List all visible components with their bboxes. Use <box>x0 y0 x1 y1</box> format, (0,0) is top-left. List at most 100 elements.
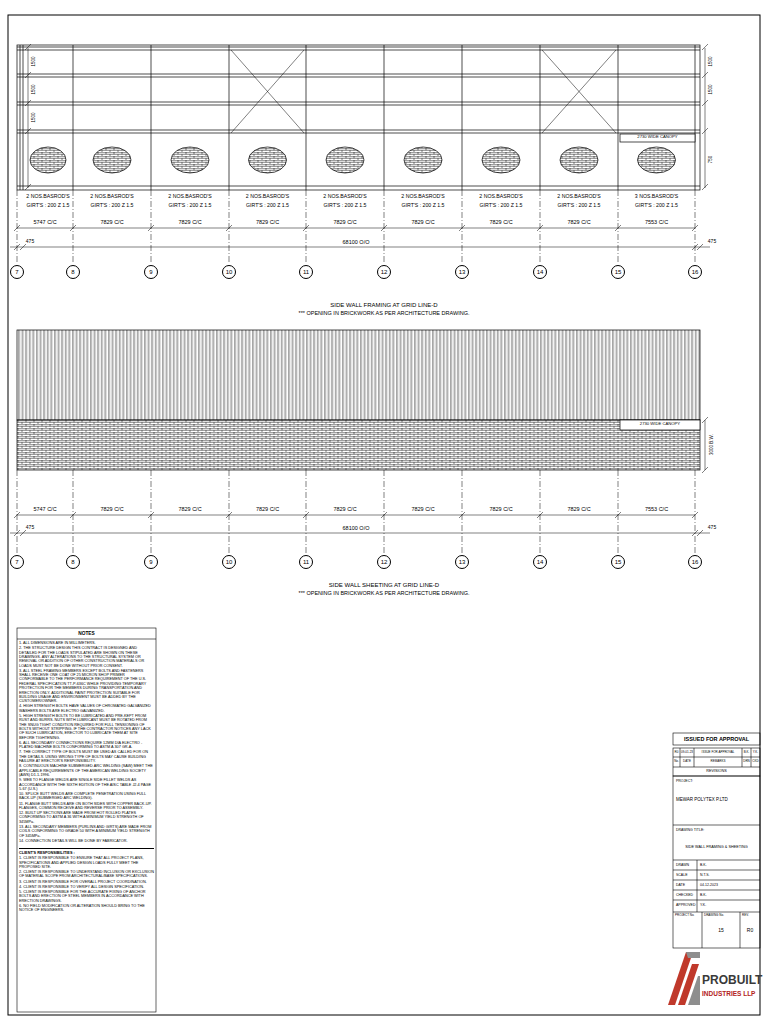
grid-number: 11 <box>303 559 309 565</box>
grid-bubble: 7 <box>10 265 24 279</box>
bay-note: 2 NOS.BASROD'S <box>386 194 460 200</box>
revision-cell: 09-01-23 <box>680 751 694 754</box>
bay-note: 2 NOS.BASROD'S <box>464 194 538 200</box>
notes-heading: NOTES <box>22 631 152 637</box>
grid-number: 16 <box>692 559 699 565</box>
dimension: 7829 C/C <box>77 506 147 512</box>
dimension: 1500 <box>708 57 713 67</box>
bay-note: GIRT'S : 200 Z 1.5 <box>231 203 305 209</box>
canopy-label: 2730 WIDE CANOPY <box>621 135 695 140</box>
note-text: 13. ALL SECONDARY MEMBERS (PURLINS AND G… <box>19 825 154 838</box>
grid-number: 7 <box>15 269 18 275</box>
dimension: 475 <box>702 239 722 245</box>
dimension: 7553 C/C <box>622 219 692 225</box>
revision-cell: CKD <box>751 760 760 763</box>
note-text: 1. CLIENT IS RESPONSIBLE TO ENSURE THAT … <box>19 856 154 869</box>
title-block-text: PROJECT No. <box>675 914 694 917</box>
logo-text: INDUSTRIES LLP <box>702 990 755 997</box>
grid-number: 14 <box>537 559 544 565</box>
grid-bubble: 11 <box>299 555 313 569</box>
bay-note: GIRT'S : 200 Z 1.5 <box>464 203 538 209</box>
bay-note: 2 NOS.BASROD'S <box>542 194 616 200</box>
title-block-text: DRAWING TITLE: <box>676 828 704 832</box>
grid-bubble: 15 <box>611 265 625 279</box>
project-name: MEWAR POLYTEX P.LTD <box>676 797 728 802</box>
dimension: 7829 C/C <box>77 219 147 225</box>
title-block-text: CHECKED <box>676 893 693 897</box>
dimension: 7829 C/C <box>310 506 380 512</box>
bay-note: 2 NOS.BASROD'S <box>231 194 305 200</box>
dimension: 7829 C/C <box>233 506 303 512</box>
title-block-text: APPROVED <box>676 903 695 907</box>
dimension: 7829 C/C <box>544 219 614 225</box>
grid-bubble: 16 <box>688 555 702 569</box>
grid-bubble: 14 <box>533 555 547 569</box>
dimension: 1500 <box>31 113 36 123</box>
note-text: 5. HIGH STRENGTH BOLTS TO BE LUBRICATED … <box>19 714 154 740</box>
bay-note: GIRT'S : 200 Z 1.5 <box>153 203 227 209</box>
drawing-name: SIDE WALL FRAMING & SHEETING <box>674 845 760 849</box>
revision-cell: DRN <box>742 760 751 763</box>
note-text: 10. SPLICE BUTT WELDS ARE COMPLETE PENET… <box>19 792 154 801</box>
title-block-text: B.K. <box>700 863 707 867</box>
dimension: 68100 O/O <box>326 525 386 531</box>
grid-number: 9 <box>149 269 152 275</box>
grid-bubble: 8 <box>66 265 80 279</box>
drawing-title: SIDE WALL FRAMING AT GRID LINE-D <box>184 302 584 309</box>
grid-bubble: 8 <box>66 555 80 569</box>
revision-cell: Y.K. <box>751 751 760 754</box>
revision-cell: R0 <box>673 751 680 754</box>
revision-cell: DATE <box>680 760 694 763</box>
dimension: 475 <box>702 525 722 531</box>
bay-note: 2 NOS.BASROD'S <box>308 194 382 200</box>
notes-heading: CLIENT'S RESPONSIBILITIES : <box>19 848 154 855</box>
logo-text: PROBUILT <box>702 974 762 988</box>
bay-note: GIRT'S : 200 Z 1.5 <box>386 203 460 209</box>
note-text: 2. CLIENT IS RESPONSIBLE TO UNDERSTAND I… <box>19 870 154 879</box>
grid-number: 8 <box>71 269 74 275</box>
dimension: 7829 C/C <box>388 506 458 512</box>
grid-bubble: 11 <box>299 265 313 279</box>
grid-bubble: 10 <box>222 265 236 279</box>
note-text: 1. ALL DIMENSIONS ARE IN MILLIMETERS. <box>19 641 154 645</box>
note-text: 14. CONNECTION DETAILS WILL BE DONE BY F… <box>19 839 154 843</box>
dimension: 7829 C/C <box>155 219 225 225</box>
note-text: 5. CLIENT IS RESPONSIBLE FOR THE ACCURAT… <box>19 890 154 903</box>
dimension: 7829 C/C <box>544 506 614 512</box>
title-block-text: DRAWING No. <box>704 914 724 917</box>
revision-cell: ISSUE FOR APPROVAL <box>694 751 742 754</box>
note-text: 7. THE CORRECT TYPE OF BOLTS MUST BE USE… <box>19 750 154 763</box>
note-text: 9. WEB TO FLANGE WELDS ARE SINGLE SIDE F… <box>19 778 154 791</box>
note-text: 11. FLANGE BUTT WELDS ARE ON BOTH SIDES … <box>19 802 154 811</box>
grid-bubble: 7 <box>10 555 24 569</box>
title-block-text: SCALE <box>676 873 687 877</box>
title-block-text: B.K. <box>700 893 707 897</box>
revision-cell: REMARKS <box>694 760 742 763</box>
dimension: 7829 C/C <box>466 219 536 225</box>
grid-bubble: 15 <box>611 555 625 569</box>
bay-note: GIRT'S : 200 Z 1.5 <box>11 203 85 209</box>
note-text: 2. THE STRUCTURE DESIGN THIS CONTRACT IS… <box>19 646 154 668</box>
dimension: 68100 O/O <box>326 239 386 245</box>
grid-bubble: 10 <box>222 555 236 569</box>
title-block-text: Y.K. <box>700 903 706 907</box>
title-block-text: N.T.S. <box>700 873 710 877</box>
dimension: 7829 C/C <box>233 219 303 225</box>
revision-cell: No. <box>673 760 680 763</box>
dimension: 7829 C/C <box>155 506 225 512</box>
title-block-text: PROJECT: <box>676 779 693 783</box>
grid-bubble: 9 <box>144 265 158 279</box>
dimension: 1500 <box>31 85 36 95</box>
dimension: 1500 <box>708 85 713 95</box>
dimension: 1500 <box>31 57 36 67</box>
dimension: 5747 C/C <box>10 219 80 225</box>
title-block-text: REV. <box>742 914 749 917</box>
bay-note: GIRT'S : 200 Z 1.5 <box>308 203 382 209</box>
revision-number: R0 <box>740 928 760 934</box>
drawing-note: *** OPENING IN BRICKWORK AS PER ARCHITEC… <box>184 590 584 596</box>
note-text: 4. HIGH STRENGTH BOLTS HAVE VALUES OF CH… <box>19 704 154 713</box>
title-block-text: DATE <box>676 883 685 887</box>
dimension: 7553 C/C <box>622 506 692 512</box>
dimension: 5747 C/C <box>10 506 80 512</box>
dimension: 7829 C/C <box>388 219 458 225</box>
